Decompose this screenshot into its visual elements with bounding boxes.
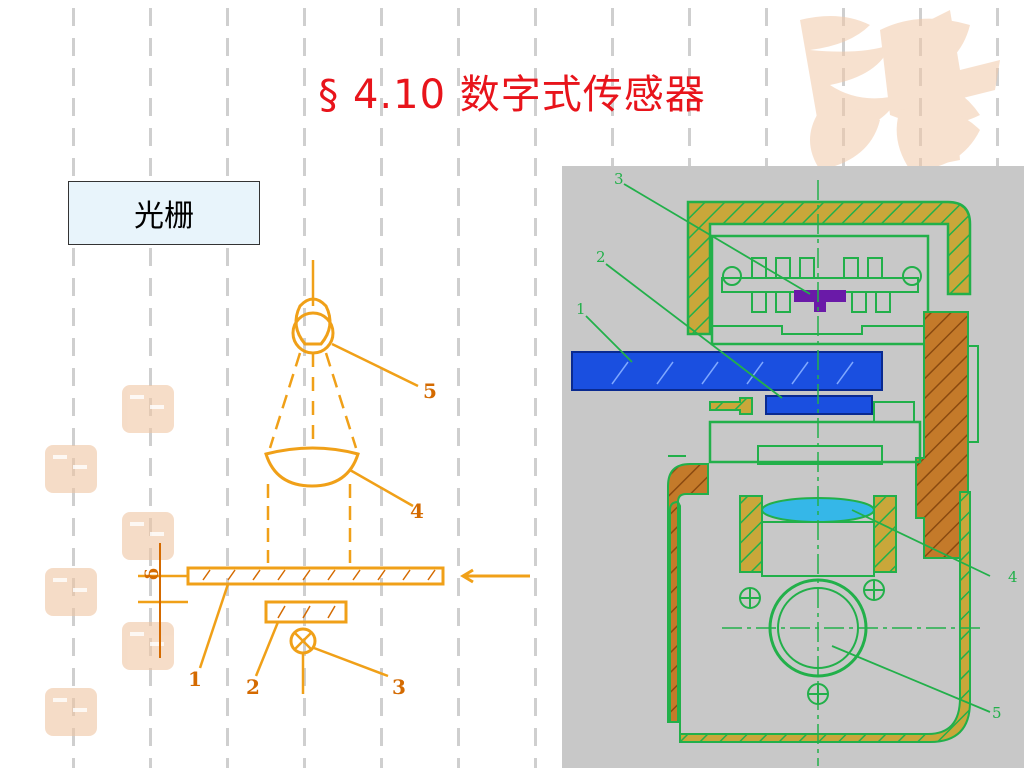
calligraphy-seal-large <box>800 10 1000 170</box>
label-r4: 4 <box>1008 568 1018 586</box>
label-r1: 1 <box>576 300 586 318</box>
leader-r5 <box>831 645 991 713</box>
leader-r3 <box>623 183 811 295</box>
label-5: 5 <box>423 379 437 403</box>
main-grating <box>186 566 445 586</box>
top-housing <box>686 200 972 336</box>
leader-r2 <box>605 263 783 399</box>
grating-sensor-cross-section: 3 2 1 4 5 <box>562 166 1024 768</box>
label-2: 2 <box>246 675 260 699</box>
label-r3: 3 <box>614 170 624 188</box>
section-label-box: 光栅 <box>68 181 260 245</box>
label-delta: δ <box>142 568 163 580</box>
leader-5 <box>331 342 419 388</box>
label-r2: 2 <box>596 248 606 266</box>
light-cone-left <box>268 352 302 449</box>
slide-title: § 4.10 数字式传感器 <box>318 72 706 118</box>
main-scale-grating <box>571 351 883 391</box>
label-1: 1 <box>188 667 202 691</box>
leader-4 <box>349 468 414 508</box>
lens <box>264 446 360 488</box>
reading-head <box>710 234 930 346</box>
label-3: 3 <box>392 675 406 699</box>
leader-3 <box>313 646 389 678</box>
grating-schematic-diagram: 5 4 1 2 3 δ <box>138 260 530 699</box>
lamp-bulb <box>294 297 332 346</box>
lens-barrel <box>739 495 763 573</box>
index-grating <box>264 600 348 624</box>
index-scale-grating <box>765 395 873 415</box>
leader-1 <box>198 583 230 669</box>
section-label: 光栅 <box>134 199 194 234</box>
lower-housing <box>709 397 753 415</box>
leader-r4 <box>851 509 991 577</box>
leader-r1 <box>585 315 633 363</box>
light-cone-right <box>324 352 358 449</box>
label-r5: 5 <box>992 704 1002 722</box>
leader-2 <box>254 621 280 677</box>
label-4: 4 <box>410 499 424 523</box>
